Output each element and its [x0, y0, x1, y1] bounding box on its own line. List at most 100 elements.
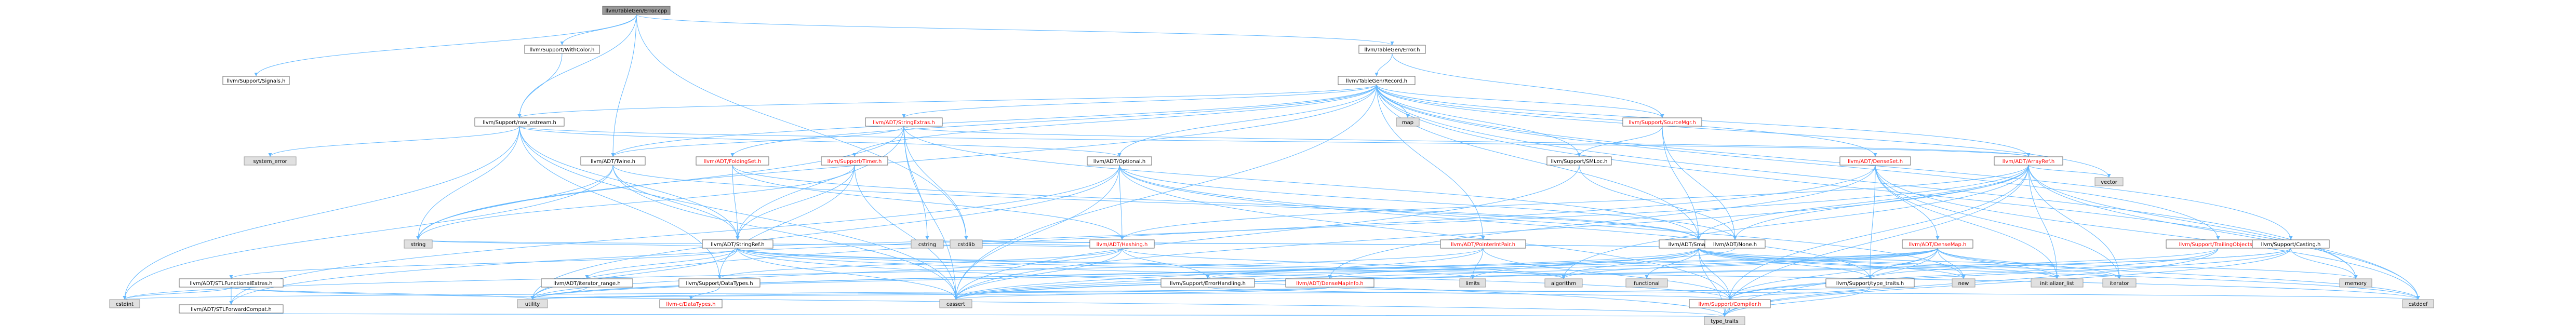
node-label: cstdlib [958, 242, 975, 248]
edge-twine-to-cassert [612, 165, 958, 300]
node-signals[interactable]: llvm/Support/Signals.h [222, 76, 290, 85]
edge-raw_ostream-to-cassert [519, 126, 958, 300]
edge-raw_ostream-to-string [416, 126, 520, 240]
node-box [1459, 278, 1486, 288]
node-box [2031, 278, 2084, 288]
edge-smallvector-to-iterator [1698, 248, 2121, 279]
node-label: limits [1465, 281, 1479, 287]
node-withcolor[interactable]: llvm/Support/WithColor.h [524, 45, 600, 54]
edge-densemap-to-new [1937, 248, 1966, 279]
edge-denseset-to-cstddef [1875, 165, 2420, 300]
node-string: string [404, 239, 433, 249]
node-label: llvm/TableGen/Error.h [1364, 47, 1420, 53]
edge-casting-to-memory [2290, 248, 2358, 279]
edge-twine-to-cstdint [123, 165, 613, 300]
edge-arrayref-to-iterator [2028, 165, 2121, 279]
node-label: llvm/ADT/Hashing.h [1097, 242, 1148, 248]
node-compiler[interactable]: llvm/Support/Compiler.h [1689, 299, 1771, 308]
edge-root-to-signals [254, 14, 637, 77]
node-casting[interactable]: llvm/Support/Casting.h [2252, 239, 2330, 249]
node-c_datatypes[interactable]: llvm-c/DataTypes.h [659, 299, 723, 308]
node-arrayref[interactable]: llvm/ADT/ArrayRef.h [1994, 156, 2063, 166]
edge-optional-to-cassert [954, 165, 1120, 300]
node-foldingset[interactable]: llvm/ADT/FoldingSet.h [696, 156, 769, 166]
node-sourcemgr[interactable]: llvm/Support/SourceMgr.h [1622, 117, 1702, 127]
node-box [911, 239, 944, 249]
node-twine[interactable]: llvm/ADT/Twine.h [580, 156, 646, 166]
node-climits: limits [1459, 278, 1486, 288]
node-smloc[interactable]: llvm/Support/SMLoc.h [1546, 156, 1612, 166]
edge-record-to-trailingobjects [1376, 84, 2220, 240]
node-hashing[interactable]: llvm/ADT/Hashing.h [1089, 239, 1155, 249]
node-label: llvm/Support/Timer.h [827, 159, 882, 165]
edge-stlforwardcompat-to-type_traits [231, 313, 1725, 317]
node-box [2102, 278, 2137, 288]
dependency-edges [123, 14, 2420, 317]
node-stlforwardcompat[interactable]: llvm/ADT/STLForwardCompat.h [179, 304, 284, 314]
node-stringref[interactable]: llvm/ADT/StringRef.h [702, 239, 773, 249]
edge-pointerintpair-to-cstdint [123, 248, 1484, 300]
node-box [524, 45, 600, 54]
node-box [1839, 156, 1911, 166]
edge-stlfunctionalextras-to-cstdint [123, 287, 232, 300]
node-label: iterator [2110, 281, 2129, 287]
node-none[interactable]: llvm/ADT/None.h [1704, 239, 1766, 249]
edge-stringref-to-stlfunctionalextras [229, 248, 738, 279]
node-box [1160, 278, 1255, 288]
node-new: new [1952, 278, 1976, 288]
node-label: llvm/ADT/SmallVector.h [1669, 242, 1729, 248]
edge-smallvector-to-compiler [1698, 248, 1732, 300]
node-tgerror[interactable]: llvm/TableGen/Error.h [1358, 45, 1426, 54]
edge-stringextras-to-string [416, 126, 904, 240]
node-label: llvm/Support/SMLoc.h [1551, 159, 1608, 165]
node-system_error: system_error [244, 156, 297, 166]
node-box [865, 117, 943, 127]
node-box [474, 117, 565, 127]
node-stlfunctionalextras[interactable]: llvm/ADT/STLFunctionalExtras.h [179, 278, 284, 288]
edge-smallvector-to-initializer_list [1698, 248, 2059, 279]
node-pointerintpair[interactable]: llvm/ADT/PointerIntPair.h [1440, 239, 1526, 249]
node-root[interactable]: llvm/TableGen/Error.cpp [602, 6, 671, 15]
edge-densemap-to-cassert [954, 248, 1938, 300]
edge-record-to-foldingset [730, 84, 1377, 157]
edge-denseset-to-initializer_list [1875, 165, 2059, 279]
node-raw_ostream[interactable]: llvm/Support/raw_ostream.h [474, 117, 565, 127]
edge-none-to-utility [530, 248, 1736, 300]
node-optional[interactable]: llvm/ADT/Optional.h [1087, 156, 1152, 166]
edge-smallvector-to-functional [1645, 248, 1699, 279]
node-box [1440, 239, 1526, 249]
node-label: algorithm [1551, 281, 1576, 287]
node-box [1825, 278, 1915, 288]
node-timer[interactable]: llvm/Support/Timer.h [821, 156, 888, 166]
node-datatypes[interactable]: llvm/Support/DataTypes.h [678, 278, 760, 288]
node-box [1396, 117, 1420, 127]
node-box [179, 278, 284, 288]
edge-record-to-pointerintpair [1376, 84, 1485, 240]
node-label: cstring [918, 242, 936, 248]
edge-root-to-raw_ostream [517, 14, 637, 118]
node-typetraits_llvm[interactable]: llvm/Support/type_traits.h [1825, 278, 1915, 288]
node-denseset[interactable]: llvm/ADT/DenseSet.h [1839, 156, 1911, 166]
node-label: llvm/Support/Signals.h [227, 78, 286, 84]
edge-arrayref-to-smallvector [1697, 165, 2029, 240]
node-record[interactable]: llvm/TableGen/Record.h [1338, 76, 1416, 85]
edge-raw_ostream-to-stringref [519, 126, 740, 240]
node-label: llvm/TableGen/Error.cpp [606, 8, 668, 14]
node-box [702, 239, 773, 249]
edge-errorhandling-to-compiler [1207, 287, 1731, 300]
edge-densemapinfo-to-cassert [954, 287, 1330, 300]
node-densemapinfo[interactable]: llvm/ADT/DenseMapInfo.h [1285, 278, 1374, 288]
edge-compiler-to-type_traits [1723, 307, 1730, 317]
node-label: initializer_list [2040, 281, 2074, 287]
edge-denseset-to-utility [530, 165, 1876, 300]
node-densemap[interactable]: llvm/ADT/DenseMap.h [1902, 239, 1973, 249]
node-box [1902, 239, 1973, 249]
node-iterator_range[interactable]: llvm/ADT/iterator_range.h [541, 278, 633, 288]
node-errorhandling[interactable]: llvm/Support/ErrorHandling.h [1160, 278, 1255, 288]
edge-arrayref-to-none [1733, 165, 2029, 240]
node-label: llvm/Support/raw_ostream.h [483, 120, 556, 126]
edge-stringextras-to-smallvector [903, 126, 1701, 240]
node-label: llvm/ADT/PointerIntPair.h [1451, 242, 1515, 248]
node-stringextras[interactable]: llvm/ADT/StringExtras.h [865, 117, 943, 127]
